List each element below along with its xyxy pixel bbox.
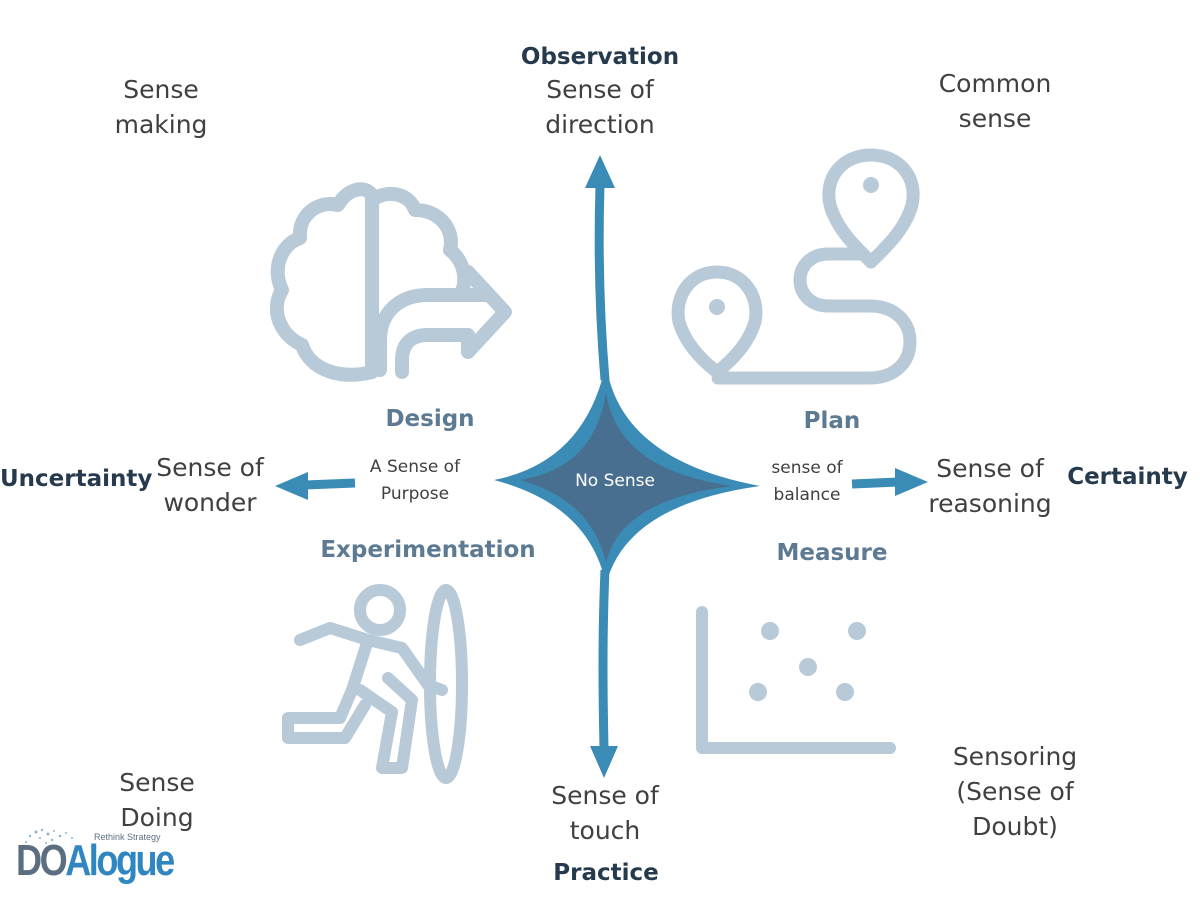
- arrow-up: [585, 155, 615, 381]
- sense-of-balance-label: sense of balance: [752, 455, 862, 509]
- arrow-right: [851, 468, 928, 496]
- common-sense-label: Common sense: [925, 66, 1065, 136]
- sense-of-purpose-label: A Sense of Purpose: [355, 454, 475, 508]
- label-line: Sense of: [546, 75, 654, 104]
- sense-making-label: Sense making: [96, 72, 226, 142]
- sense-of-reasoning-label: Sense of reasoning: [920, 451, 1060, 521]
- quadrant-label-measure: Measure: [776, 540, 888, 566]
- label-line: balance: [773, 485, 841, 505]
- sense-of-touch-label: Sense of touch: [505, 778, 705, 848]
- sensoring-label: Sensoring (Sense of Doubt): [940, 739, 1090, 844]
- sense-of-wonder-label: Sense of wonder: [145, 450, 275, 520]
- label-line: Purpose: [380, 484, 450, 504]
- quadrant-label-design: Design: [385, 406, 475, 432]
- label-line: Sensoring: [952, 742, 1078, 771]
- logo-brand-prefix: DO: [16, 836, 68, 885]
- axis-label-certainty: Certainty: [1067, 464, 1188, 490]
- arrow-down: [590, 569, 618, 778]
- quadrant-label-experimentation: Experimentation: [320, 537, 536, 563]
- running-person-portal-icon: [282, 584, 468, 784]
- logo-brand-text: DOAlogue: [16, 836, 175, 885]
- quadrant-label-plan: Plan: [803, 408, 861, 434]
- label-line: reasoning: [928, 489, 1052, 518]
- arrow-left: [275, 472, 356, 500]
- label-line: touch: [569, 816, 641, 845]
- no-sense-label: No Sense: [575, 471, 655, 491]
- label-line: (Sense of: [956, 777, 1074, 806]
- brain-arrow-icon: [269, 182, 512, 382]
- logo-tagline: Rethink Strategy: [94, 832, 161, 842]
- label-line: direction: [545, 110, 655, 139]
- scatter-plot-icon: [696, 606, 896, 754]
- label-line: sense: [958, 104, 1032, 133]
- label-line: Common: [938, 69, 1052, 98]
- no-sense-star: [494, 364, 760, 585]
- logo-brand: DOAlogue: [16, 836, 175, 886]
- doalogue-logo: DOAlogue Rethink Strategy: [16, 828, 176, 892]
- logo-dots-icon: [25, 828, 73, 844]
- map-route-icon: [671, 148, 920, 385]
- sense-doing-label: Sense Doing: [92, 765, 222, 835]
- label-line: wonder: [163, 488, 257, 517]
- label-line: Doing: [120, 803, 194, 832]
- label-line: Sense of: [551, 781, 659, 810]
- axis-label-practice: Practice: [553, 860, 659, 886]
- axis-label-observation: Observation: [520, 44, 680, 70]
- label-line: Doubt): [972, 812, 1058, 841]
- label-line: A Sense of: [369, 457, 461, 477]
- axis-label-uncertainty: Uncertainty: [0, 466, 153, 492]
- label-line: Sense: [119, 768, 195, 797]
- label-line: Sense: [123, 75, 199, 104]
- label-line: sense of: [771, 458, 843, 478]
- logo-brand-suffix: Alogue: [65, 836, 175, 885]
- label-line: Sense of: [936, 454, 1044, 483]
- sense-of-direction-label: Sense of direction: [500, 72, 700, 142]
- label-line: making: [114, 110, 208, 139]
- label-line: Sense of: [156, 453, 264, 482]
